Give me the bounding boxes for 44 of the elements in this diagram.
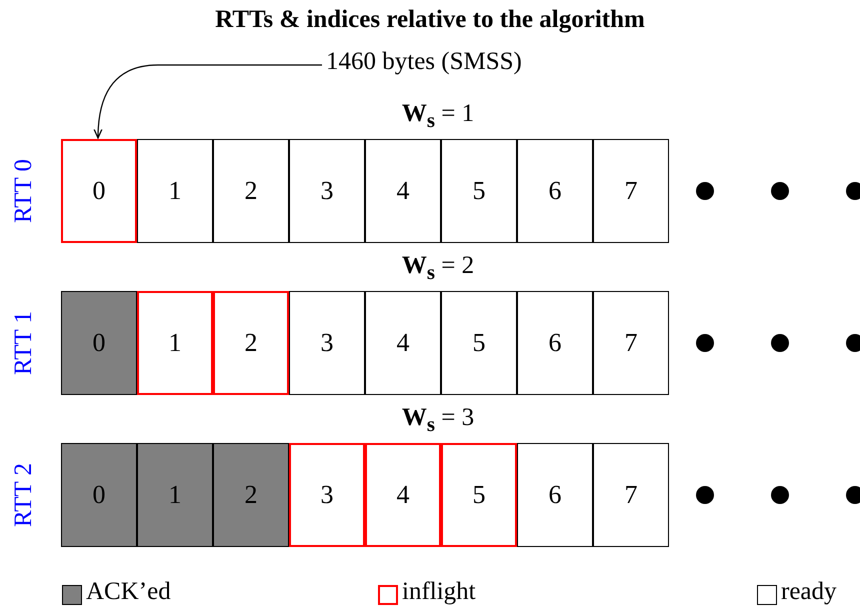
- diagram-title: RTTs & indices relative to the algorithm: [214, 6, 646, 34]
- window-size-label: W$_{s}$ = 2: [402, 252, 474, 285]
- acked-segment-cell: 2: [213, 443, 289, 547]
- inflight-segment-cell: 1: [137, 291, 213, 395]
- row-label: RTT 0: [10, 159, 38, 223]
- window-size-label: W$_{s}$ = 1: [402, 100, 474, 133]
- ellipsis-dot: [846, 182, 860, 200]
- ellipsis-dot: [696, 182, 714, 200]
- acked-segment-cell: 1: [137, 443, 213, 547]
- inflight-segment-cell: 5: [441, 443, 517, 547]
- ready-segment-cell: 6: [517, 139, 593, 243]
- ellipsis-dot: [696, 486, 714, 504]
- row-label: RTT 2: [10, 463, 38, 527]
- ready-segment-cell: 6: [517, 443, 593, 547]
- ellipsis-dot: [696, 334, 714, 352]
- ready-segment-cell: 4: [365, 139, 441, 243]
- ready-segment-cell: 7: [593, 291, 669, 395]
- inflight-segment-cell: 0: [61, 139, 137, 243]
- legend-label: ACK’ed: [86, 578, 171, 606]
- ready-segment-cell: 4: [365, 291, 441, 395]
- row-label: RTT 1: [10, 311, 38, 375]
- ready-segment-cell: 7: [593, 139, 669, 243]
- acked-segment-cell: 0: [61, 443, 137, 547]
- ready-segment-cell: 3: [289, 139, 365, 243]
- ellipsis-dot: [846, 334, 860, 352]
- ready-segment-cell: 6: [517, 291, 593, 395]
- legend-label: ready: [781, 578, 837, 606]
- ellipsis-dot: [771, 334, 789, 352]
- arrow: [94, 64, 322, 139]
- ready-segment-cell: 3: [289, 291, 365, 395]
- ellipsis-dot: [846, 486, 860, 504]
- ready-segment-cell: 2: [213, 139, 289, 243]
- acked-segment-cell: 0: [61, 291, 137, 395]
- legend-label: inflight: [402, 578, 476, 606]
- ready-segment-cell: 1: [137, 139, 213, 243]
- inflight-segment-cell: 3: [289, 443, 365, 547]
- window-size-label: W$_{s}$ = 3: [402, 404, 474, 437]
- ready-segment-cell: 5: [441, 139, 517, 243]
- ellipsis-dot: [771, 486, 789, 504]
- inflight-segment-cell: 4: [365, 443, 441, 547]
- ellipsis-dot: [771, 182, 789, 200]
- ready-segment-cell: 5: [441, 291, 517, 395]
- ready-segment-cell: 7: [593, 443, 669, 547]
- inflight-segment-cell: 2: [213, 291, 289, 395]
